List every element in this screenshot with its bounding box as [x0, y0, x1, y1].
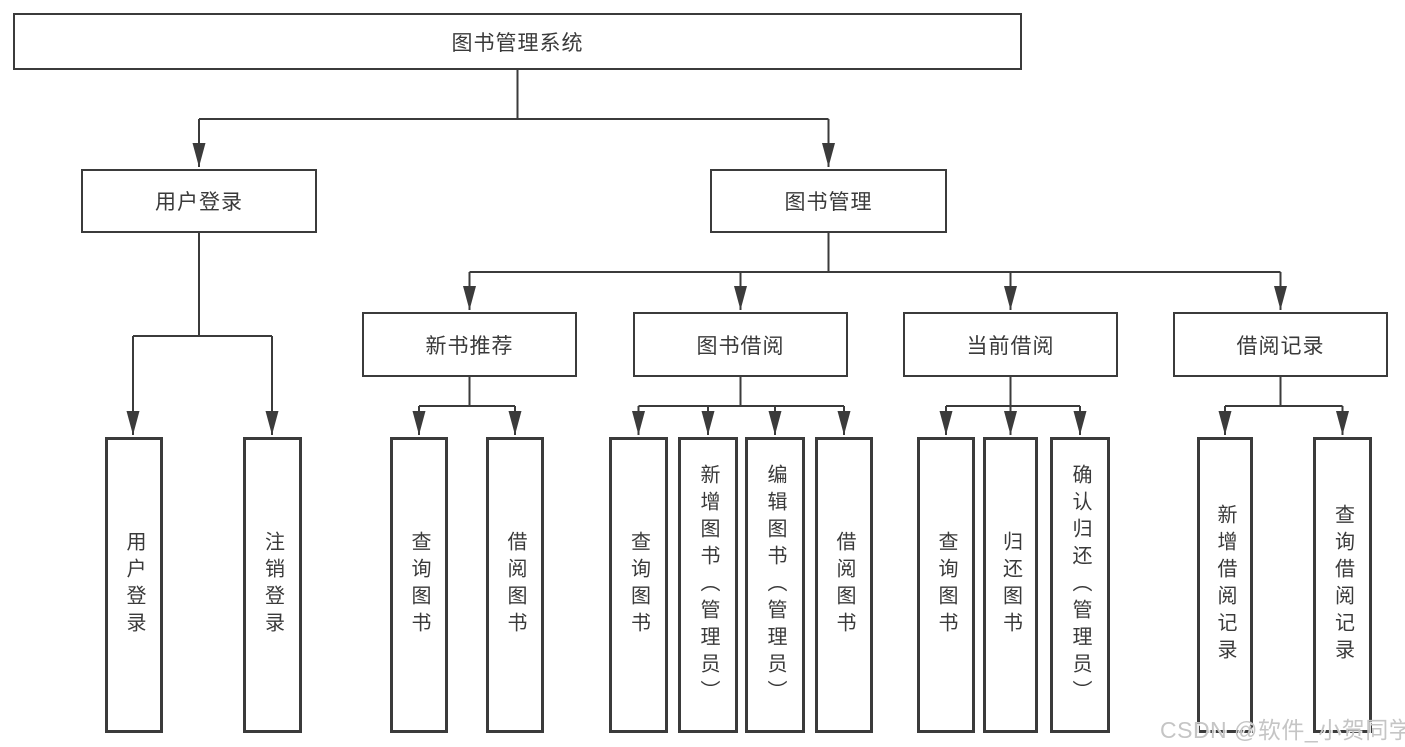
leaf-bor-borrow-books: 借阅图书	[815, 437, 873, 733]
leaf-logout: 注销登录	[243, 437, 302, 733]
node-book-management: 图书管理	[710, 169, 947, 233]
node-borrow-record-label: 借阅记录	[1236, 334, 1325, 358]
node-book-borrow: 图书借阅	[633, 312, 848, 377]
leaf-bor-edit-books-admin-label: 编辑图书（管理员）	[764, 463, 786, 707]
leaf-user-login-label: 用户登录	[123, 531, 145, 639]
node-new-book-recommend-label: 新书推荐	[425, 334, 514, 358]
leaf-cur-confirm-return-admin-label: 确认归还（管理员）	[1069, 463, 1091, 707]
node-new-book-recommend: 新书推荐	[362, 312, 577, 377]
node-borrow-record: 借阅记录	[1173, 312, 1388, 377]
leaf-user-login: 用户登录	[105, 437, 163, 733]
leaf-rec-borrow-books: 借阅图书	[486, 437, 544, 733]
node-user-login-label: 用户登录	[155, 191, 243, 214]
leaf-rec-borrow-books-label: 借阅图书	[504, 531, 526, 639]
leaf-cur-confirm-return-admin: 确认归还（管理员）	[1050, 437, 1110, 733]
leaf-bor-query-books-label: 查询图书	[627, 531, 650, 639]
leaf-rdc-query-record: 查询借阅记录	[1313, 437, 1372, 733]
leaf-rec-query-books-label: 查询图书	[408, 531, 430, 639]
leaf-cur-query-books: 查询图书	[917, 437, 975, 733]
node-root-system: 图书管理系统	[13, 13, 1022, 70]
leaf-bor-edit-books-admin: 编辑图书（管理员）	[745, 437, 805, 733]
leaf-bor-add-books-admin: 新增图书（管理员）	[678, 437, 738, 733]
leaf-bor-query-books: 查询图书	[609, 437, 668, 733]
leaf-cur-return-books-label: 归还图书	[999, 531, 1022, 639]
leaf-rdc-add-record: 新增借阅记录	[1197, 437, 1253, 733]
node-current-borrow-label: 当前借阅	[966, 334, 1055, 358]
node-book-borrow-label: 图书借阅	[696, 334, 785, 358]
csdn-watermark: CSDN @软件_小贺同学	[1160, 717, 1405, 743]
leaf-rec-query-books: 查询图书	[390, 437, 448, 733]
leaf-rdc-query-record-label: 查询借阅记录	[1331, 504, 1354, 666]
leaf-bor-add-books-admin-label: 新增图书（管理员）	[697, 463, 719, 707]
node-book-management-label: 图书管理	[784, 191, 873, 214]
leaf-cur-query-books-label: 查询图书	[935, 531, 957, 639]
leaf-rdc-add-record-label: 新增借阅记录	[1214, 504, 1236, 666]
node-current-borrow: 当前借阅	[903, 312, 1118, 377]
leaf-cur-return-books: 归还图书	[983, 437, 1038, 733]
leaf-bor-borrow-books-label: 借阅图书	[833, 531, 855, 639]
leaf-logout-label: 注销登录	[261, 531, 284, 639]
node-root-label: 图书管理系统	[451, 31, 584, 55]
node-user-login: 用户登录	[81, 169, 317, 233]
